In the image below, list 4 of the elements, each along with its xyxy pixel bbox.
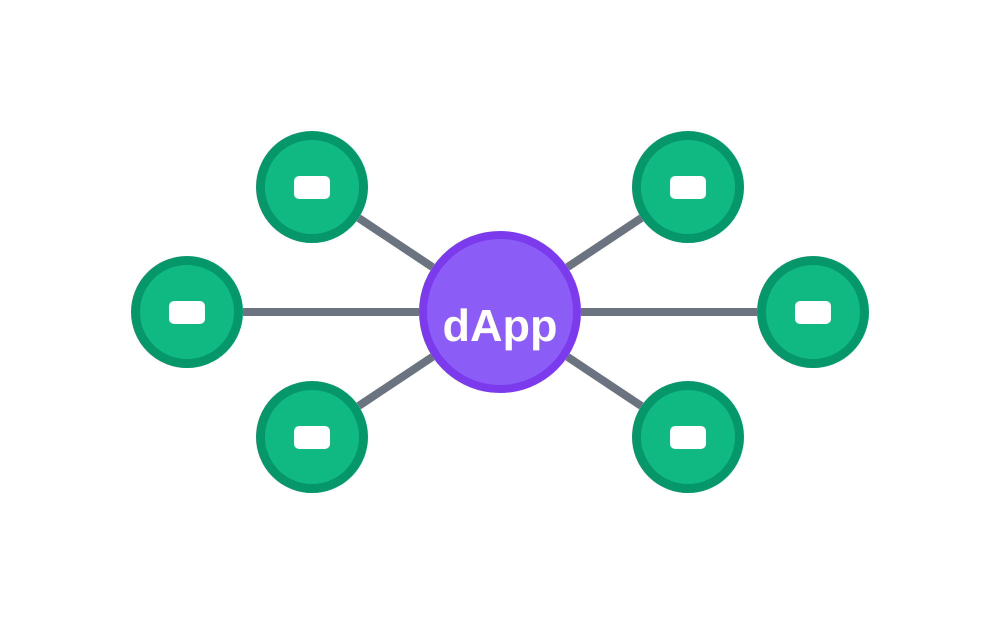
connector-line (356, 354, 435, 410)
connector-line (243, 308, 419, 316)
connector-line (356, 214, 435, 270)
connector-line (581, 308, 757, 316)
